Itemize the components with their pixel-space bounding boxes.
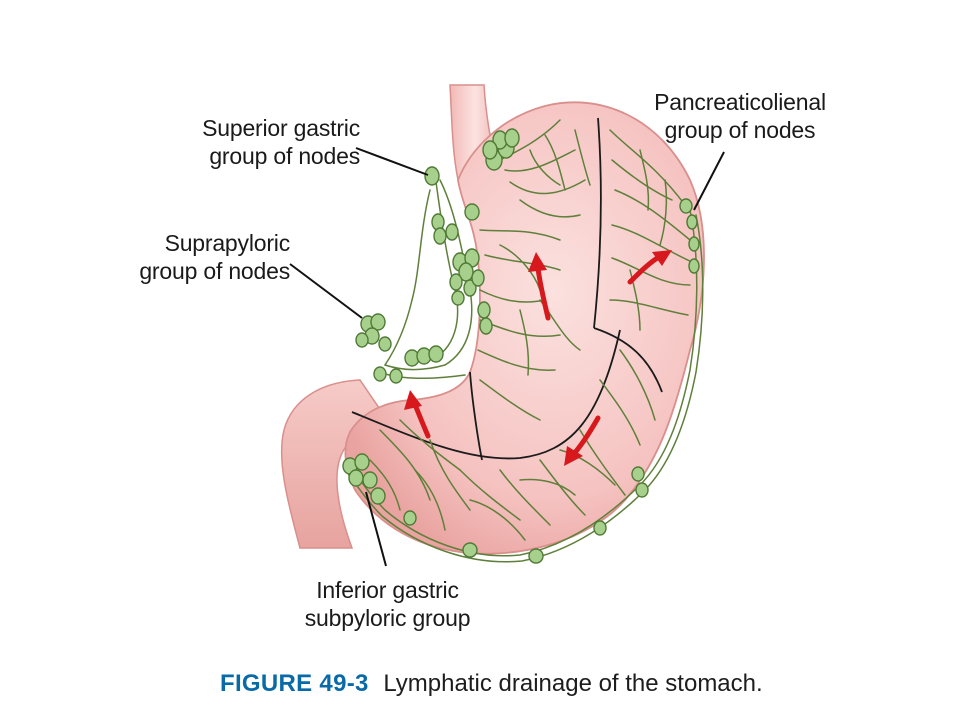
- node: [479, 317, 493, 335]
- node: [355, 332, 369, 348]
- node: [451, 290, 465, 306]
- figure-title: Lymphatic drainage of the stomach.: [383, 670, 763, 697]
- node: [471, 269, 485, 287]
- node: [362, 471, 378, 489]
- node: [373, 366, 387, 382]
- label-superior-gastric: Superior gastric group of nodes: [202, 115, 360, 169]
- label-inferior-gastric: Inferior gastric subpyloric group: [304, 577, 471, 631]
- node: [631, 466, 645, 482]
- node: [378, 336, 392, 352]
- node: [688, 236, 700, 252]
- node: [462, 542, 478, 558]
- node: [433, 227, 447, 245]
- node: [370, 487, 386, 505]
- node: [463, 279, 477, 297]
- node: [445, 223, 459, 241]
- node: [477, 301, 491, 319]
- figure-number: FIGURE 49-3: [220, 670, 369, 697]
- node: [403, 510, 417, 526]
- node: [370, 313, 386, 331]
- node: [449, 273, 463, 291]
- figure-caption: FIGURE 49-3 Lymphatic drainage of the st…: [220, 670, 763, 698]
- drainage-zone-lines: [351, 117, 663, 461]
- label-suprapyloric: Suprapyloric group of nodes: [139, 230, 290, 284]
- node: [354, 453, 370, 471]
- node: [679, 198, 693, 214]
- label-pancreaticolienal: Pancreaticolienal group of nodes: [654, 89, 826, 143]
- node: [482, 140, 498, 160]
- node: [428, 345, 444, 363]
- leader-lines: [289, 147, 725, 567]
- leader-superior: [355, 147, 429, 176]
- leader-suprapyloric: [289, 263, 363, 319]
- node: [424, 166, 440, 186]
- node: [504, 128, 520, 148]
- lymph-nodes: [342, 128, 700, 564]
- node: [688, 258, 700, 274]
- node: [389, 368, 403, 384]
- leader-inferior: [365, 491, 387, 567]
- node: [348, 469, 364, 487]
- arrow-up-lesser: [535, 265, 551, 321]
- flow-arrowheads: [404, 250, 672, 466]
- node: [593, 520, 607, 536]
- node: [686, 214, 698, 230]
- node: [431, 213, 445, 231]
- leader-pancreaticolienal: [693, 151, 725, 211]
- node: [528, 548, 544, 564]
- node: [464, 203, 480, 221]
- node: [635, 482, 649, 498]
